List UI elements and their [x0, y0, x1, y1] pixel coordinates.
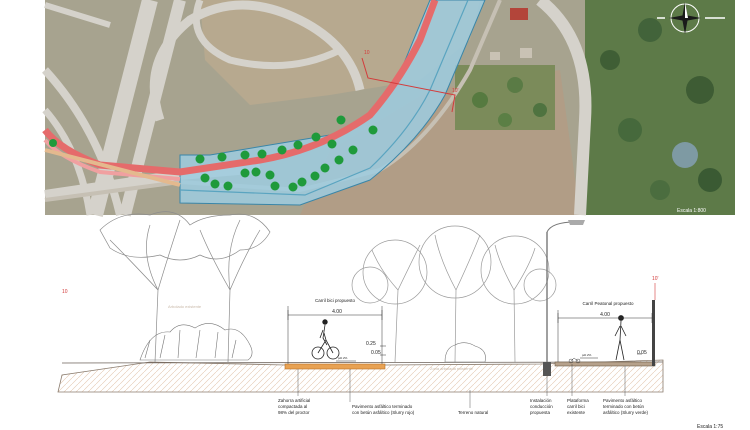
bike-lane-width: 4.00 [332, 309, 342, 315]
cyclist-figure [311, 319, 340, 360]
callout-terreno: Terreno natural [458, 410, 488, 415]
callout-zahorra: Zahorra artificial compactada al 98% del… [278, 398, 312, 415]
bike-lane-title: Carril bici propuesto [315, 298, 356, 303]
section-marker-left: 10 [62, 289, 68, 295]
svg-text:10: 10 [364, 50, 370, 56]
callout-pavimento-verde: Pavimento asfáltico terminado con betún … [603, 398, 649, 415]
bike-lane-dimension [287, 306, 386, 364]
pedestrian-dim-005: 0.05 [637, 350, 647, 356]
shrubs-left [139, 323, 253, 361]
proposed-trees [49, 115, 378, 192]
callout-leaders [297, 364, 626, 408]
shrub-middle [444, 342, 486, 363]
aerial-plan-view: 10 10' Escala 1:800 [42, 0, 735, 217]
existing-trees-middle [351, 225, 557, 363]
bike-lane-pavement [284, 363, 386, 370]
pedestrian-lane-width: 4.00 [600, 312, 610, 318]
bike-dim-025: 0.25 [366, 341, 376, 347]
callout-plataforma: Plataforma carril bici existente [567, 398, 590, 415]
round-tank [672, 142, 698, 168]
pedestrian-slope: pdt 2% [582, 353, 592, 357]
section-cut-line: 10 10' [361, 50, 459, 113]
plan-scale-label: Escala 1:800 [677, 208, 706, 214]
section-scale-label: Escala 1:75 [697, 424, 723, 430]
bike-slope: pdt 2% [338, 356, 348, 360]
svg-text:Zona arbolada existente: Zona arbolada existente [430, 366, 474, 371]
svg-text:Arbolado existente: Arbolado existente [168, 304, 202, 309]
building [510, 8, 528, 20]
callout-pavimento-rojo: Pavimento asfáltico terminado con betún … [352, 404, 415, 415]
svg-text:10': 10' [452, 88, 459, 94]
pedestrian-lane-title: Carril Peatonal propuesto [582, 301, 634, 306]
edge-post [652, 300, 655, 366]
callout-instalacion: Instalación conducción propuesta [530, 398, 554, 415]
bike-symbol-icon [568, 357, 581, 364]
pedestrian-lane-dimension [557, 310, 653, 362]
existing-trees-left [99, 211, 271, 363]
street-light [543, 220, 585, 376]
compass-rose-icon [657, 2, 725, 34]
bike-dim-005: 0.05 [371, 350, 381, 356]
pedestrian-figure [614, 315, 627, 361]
section-marker-right: 10' [652, 276, 659, 282]
cross-section-view: Arbolado existente Zona arbolada existen… [57, 211, 723, 430]
bike-lane-path [42, 0, 439, 176]
